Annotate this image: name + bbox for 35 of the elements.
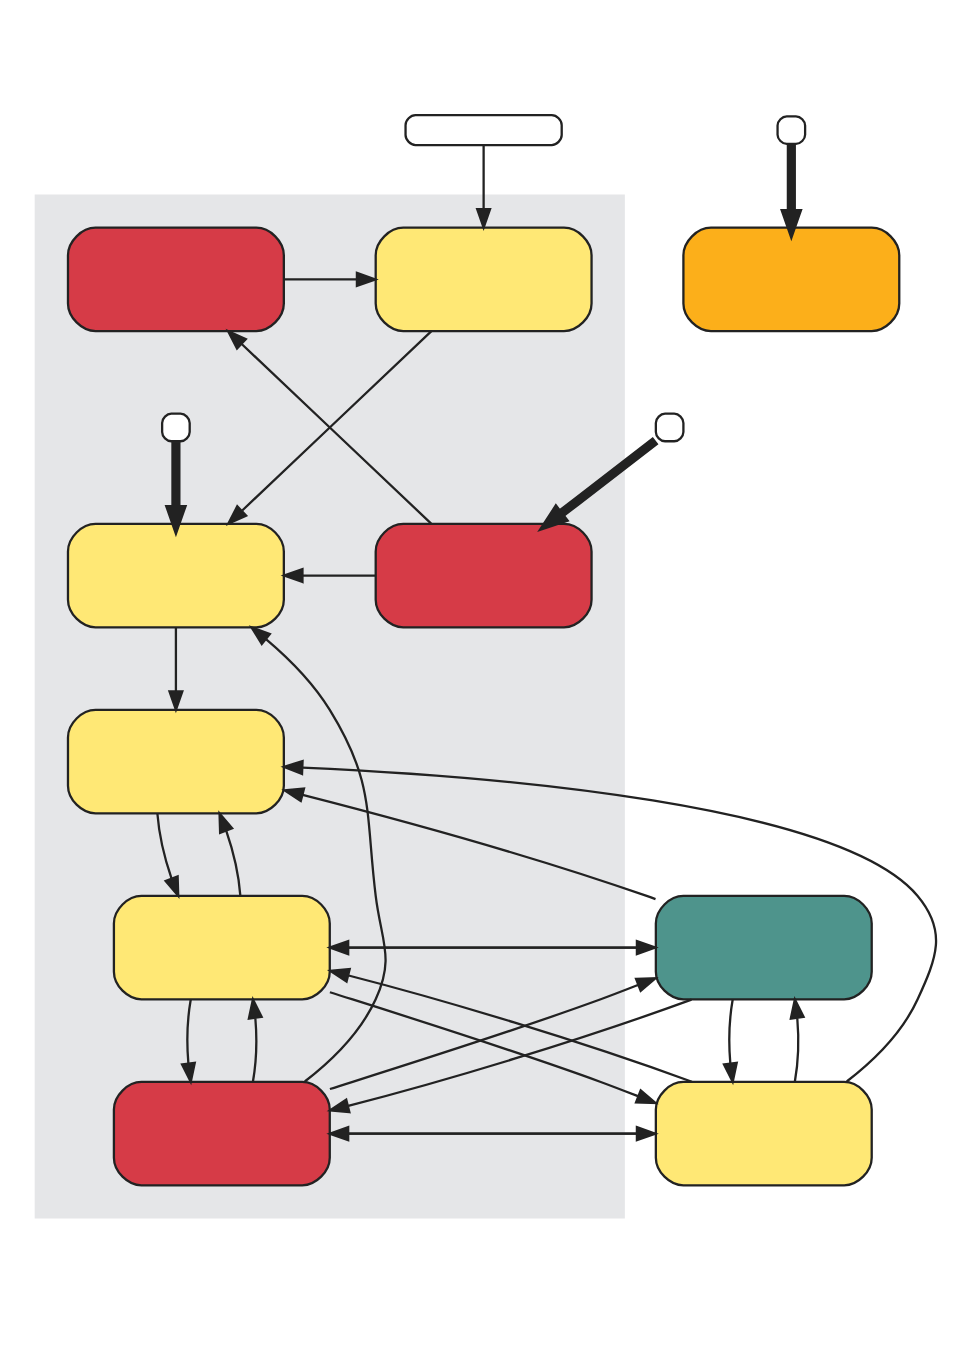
node-box [654, 894, 873, 1000]
arrow [722, 998, 739, 1085]
arrow [326, 967, 693, 1083]
arrow [475, 145, 492, 231]
arrow [218, 809, 242, 896]
arrow [326, 998, 692, 1113]
arrow [537, 436, 659, 532]
arrow [280, 567, 376, 584]
node-box [682, 226, 901, 332]
arrow [280, 759, 938, 1082]
cluster [34, 193, 625, 1219]
arrow [248, 624, 387, 1082]
node-box [112, 1080, 331, 1186]
arrow [789, 995, 806, 1082]
node-box [66, 226, 285, 332]
arrow [284, 270, 379, 287]
node-box [374, 226, 593, 332]
node-box [654, 1080, 873, 1186]
arrow [167, 627, 184, 713]
arrow [329, 990, 659, 1104]
arrow [281, 786, 656, 900]
node-box [776, 114, 807, 145]
node-box [66, 708, 285, 814]
node-box [404, 113, 563, 146]
arrow [156, 812, 180, 899]
arrow [329, 976, 659, 1090]
node-box [161, 412, 191, 442]
arrow [164, 441, 188, 537]
arrow [180, 998, 197, 1085]
node-box [112, 894, 331, 1000]
node-box [654, 412, 685, 442]
arrow [247, 995, 264, 1082]
node-box [66, 522, 285, 628]
node-box [374, 522, 593, 628]
arrow [780, 144, 803, 241]
